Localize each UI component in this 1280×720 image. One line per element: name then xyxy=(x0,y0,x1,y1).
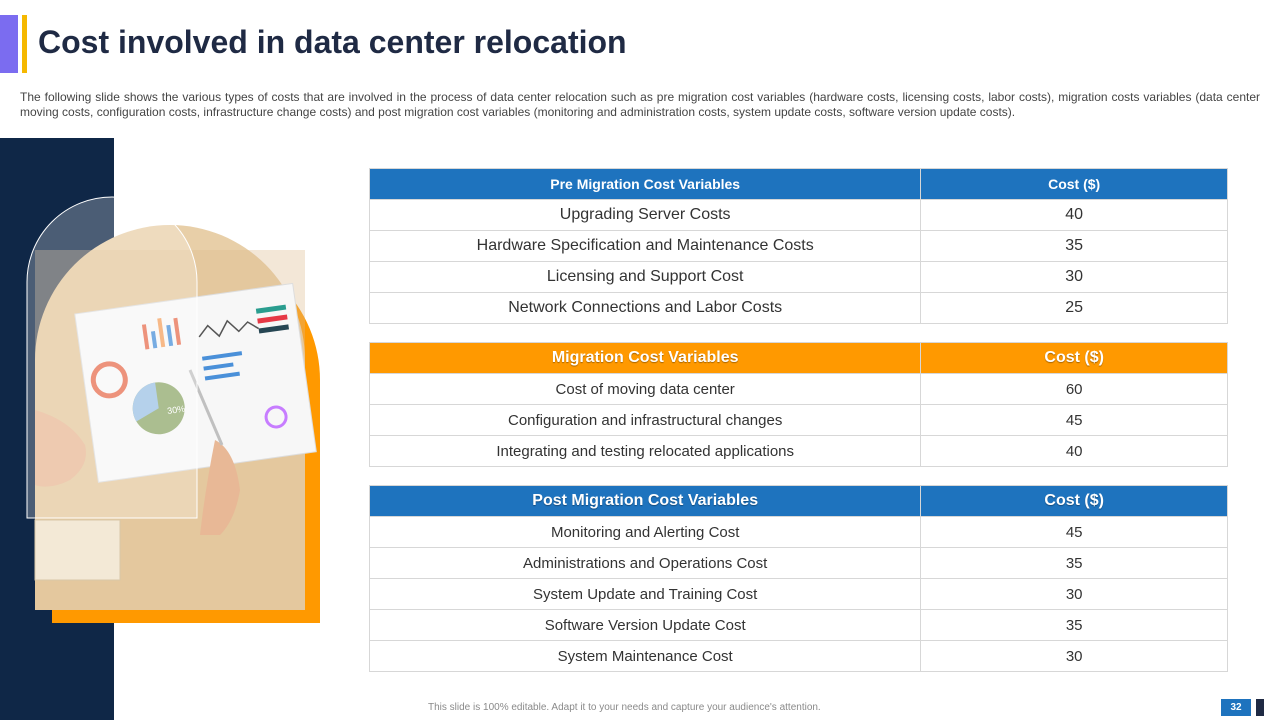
footer-note: This slide is 100% editable. Adapt it to… xyxy=(428,702,821,713)
table-header-row: Migration Cost Variables Cost ($) xyxy=(368,342,1228,374)
cost-variable-cell: Monitoring and Alerting Cost xyxy=(368,516,922,548)
page-title: Cost involved in data center relocation xyxy=(38,24,627,60)
header-cost: Cost ($) xyxy=(920,485,1228,517)
illustration-image: 30% xyxy=(26,196,320,623)
page-number-badge: 32 xyxy=(1221,699,1251,716)
pen xyxy=(188,369,224,446)
slide-description: The following slide shows the various ty… xyxy=(20,90,1260,119)
right-hand xyxy=(200,440,240,535)
notebook xyxy=(34,519,121,581)
cost-value-cell: 45 xyxy=(920,516,1228,548)
cost-variable-cell: Network Connections and Labor Costs xyxy=(368,292,922,324)
page-number-accent xyxy=(1256,699,1264,716)
header-cost-variables: Migration Cost Variables xyxy=(368,342,922,374)
table-row: Hardware Specification and Maintenance C… xyxy=(368,230,1228,262)
translucent-arch-overlay xyxy=(26,196,198,519)
migration-table: Migration Cost Variables Cost ($) Cost o… xyxy=(368,342,1228,467)
cost-variable-cell: Integrating and testing relocated applic… xyxy=(368,435,922,467)
pie-label: 30% xyxy=(167,404,186,416)
cost-variable-cell: System Maintenance Cost xyxy=(368,640,922,672)
header-cost-variables: Post Migration Cost Variables xyxy=(368,485,922,517)
table-row: Configuration and infrastructural change… xyxy=(368,404,1228,436)
header-cost: Cost ($) xyxy=(920,342,1228,374)
post-migration-table: Post Migration Cost Variables Cost ($) M… xyxy=(368,485,1228,672)
cost-variable-cell: Administrations and Operations Cost xyxy=(368,547,922,579)
table-header-row: Post Migration Cost Variables Cost ($) xyxy=(368,485,1228,517)
cost-value-cell: 30 xyxy=(920,578,1228,610)
cost-variable-cell: Hardware Specification and Maintenance C… xyxy=(368,230,922,262)
cost-value-cell: 40 xyxy=(920,435,1228,467)
cost-value-cell: 60 xyxy=(920,373,1228,405)
cost-variable-cell: Configuration and infrastructural change… xyxy=(368,404,922,436)
title-accent-line xyxy=(22,15,27,73)
cost-value-cell: 35 xyxy=(920,547,1228,579)
cost-value-cell: 30 xyxy=(920,640,1228,672)
cost-variable-cell: Software Version Update Cost xyxy=(368,609,922,641)
cost-value-cell: 25 xyxy=(920,292,1228,324)
table-row: Integrating and testing relocated applic… xyxy=(368,435,1228,467)
pre-migration-table: Pre Migration Cost Variables Cost ($) Up… xyxy=(368,168,1228,324)
header-cost-variables: Pre Migration Cost Variables xyxy=(368,168,922,200)
title-accent-bar xyxy=(0,15,18,73)
left-hand xyxy=(35,410,86,487)
header-cost: Cost ($) xyxy=(920,168,1228,200)
cost-value-cell: 35 xyxy=(920,230,1228,262)
table-header-row: Pre Migration Cost Variables Cost ($) xyxy=(368,168,1228,200)
cost-variable-cell: System Update and Training Cost xyxy=(368,578,922,610)
cost-variable-cell: Cost of moving data center xyxy=(368,373,922,405)
cost-value-cell: 45 xyxy=(920,404,1228,436)
cost-value-cell: 35 xyxy=(920,609,1228,641)
cost-value-cell: 30 xyxy=(920,261,1228,293)
cost-variable-cell: Licensing and Support Cost xyxy=(368,261,922,293)
cost-variable-cell: Upgrading Server Costs xyxy=(368,199,922,231)
cost-value-cell: 40 xyxy=(920,199,1228,231)
